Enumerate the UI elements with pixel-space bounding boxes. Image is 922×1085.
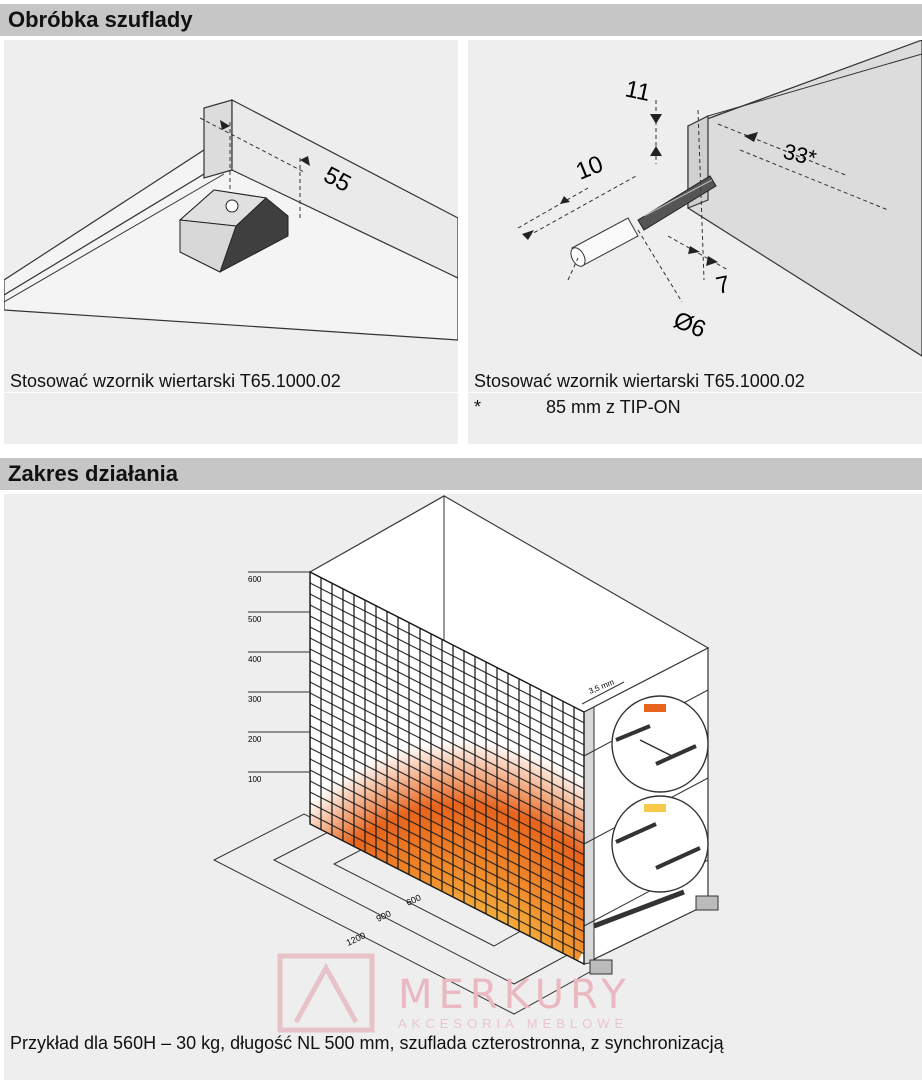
drawer-front-hinge-illustration: 55 <box>3 99 459 341</box>
scale-100: 100 <box>248 775 262 784</box>
scale-300: 300 <box>248 695 262 704</box>
floor-dimension-900: 900 <box>375 908 393 923</box>
cabinet-load-range-illustration: 600 900 1200 3,5 mm <box>212 495 719 1033</box>
footnote-text: 85 mm z TIP-ON <box>546 397 681 417</box>
floor-dimension-600: 600 <box>405 892 423 907</box>
left-panel: 55 <box>3 40 459 444</box>
caption-divider <box>4 392 458 393</box>
operating-range-caption: Przykład dla 560H – 30 kg, długość NL 50… <box>10 1033 724 1053</box>
section-title-drawer-processing: Obróbka szuflady <box>0 4 922 36</box>
footnote-marker: * <box>474 397 482 417</box>
floor-dimension-1200: 1200 <box>345 930 367 948</box>
scale-500: 500 <box>248 615 262 624</box>
caption-divider-right <box>468 392 922 393</box>
watermark-brand: MERKURY <box>398 972 632 1018</box>
right-caption: Stosować wzornik wiertarski T65.1000.02 <box>474 371 805 391</box>
floor-dimension-labels: 600 900 1200 <box>345 892 423 947</box>
height-scale: 600 500 400 300 200 100 <box>248 571 310 784</box>
dimension-10-label: 10 <box>572 151 607 186</box>
right-panel: 11 10 33* 7 Ø6 <box>468 39 922 444</box>
watermark-tagline: AKCESORIA MEBLOWE <box>398 1016 629 1031</box>
section-title-operating-range: Zakres działania <box>0 458 922 490</box>
drilling-illustration: 11 10 33* 7 Ø6 <box>517 39 922 357</box>
operating-range-panel: 600 900 1200 3,5 mm <box>4 494 922 1080</box>
dimension-7-label: 7 <box>714 271 733 300</box>
watermark-logo-icon <box>277 953 375 1033</box>
dimension-11-label: 11 <box>623 75 653 107</box>
dimension-6-label: Ø6 <box>670 307 710 344</box>
left-caption: Stosować wzornik wiertarski T65.1000.02 <box>10 371 341 391</box>
scale-200: 200 <box>248 735 262 744</box>
scale-400: 400 <box>248 655 262 664</box>
scale-600: 600 <box>248 575 262 584</box>
